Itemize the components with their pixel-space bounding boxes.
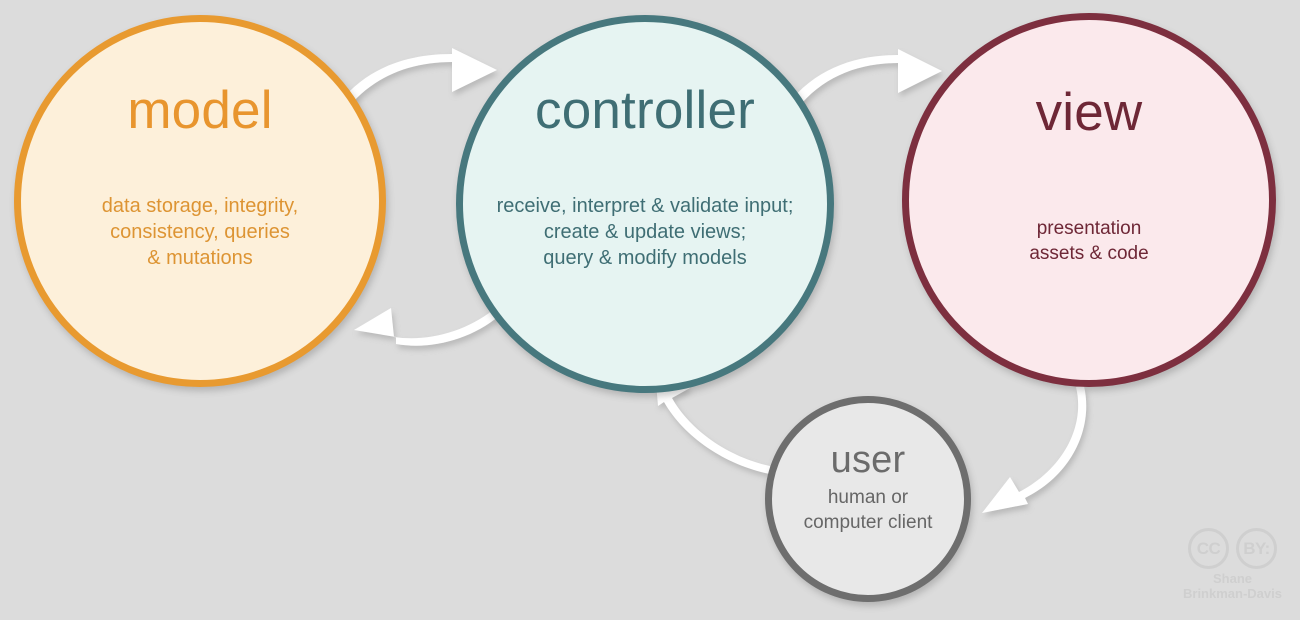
creative-commons-badges: CC BY:	[1188, 528, 1277, 569]
arrow-controller-to-view	[793, 49, 942, 103]
arrow-view-to-user	[982, 386, 1087, 513]
node-controller-description: receive, interpret & validate input; cre…	[496, 195, 794, 269]
node-controller[interactable]: controller receive, interpret & validate…	[456, 15, 834, 393]
arrow-controller-to-model	[354, 308, 499, 346]
author-credit: Shane Brinkman-Davis	[1183, 571, 1282, 601]
node-user-description: human or computer client	[803, 487, 933, 533]
node-view[interactable]: view presentation assets & code	[902, 13, 1276, 387]
creative-commons-icon: CC	[1188, 528, 1229, 569]
node-user-title: user	[830, 439, 906, 481]
node-controller-title: controller	[535, 81, 755, 140]
node-model[interactable]: model data storage, integrity, consisten…	[14, 15, 386, 387]
attribution-by-icon: BY:	[1236, 528, 1277, 569]
node-model-description: data storage, integrity, consistency, qu…	[101, 195, 299, 269]
arrow-model-to-controller	[344, 48, 497, 102]
node-view-description: presentation assets & code	[1029, 218, 1149, 264]
node-model-title: model	[127, 81, 273, 140]
node-user[interactable]: user human or computer client	[765, 396, 971, 602]
node-view-title: view	[1035, 83, 1143, 142]
attribution: CC BY: Shane Brinkman-Davis	[1175, 528, 1290, 601]
